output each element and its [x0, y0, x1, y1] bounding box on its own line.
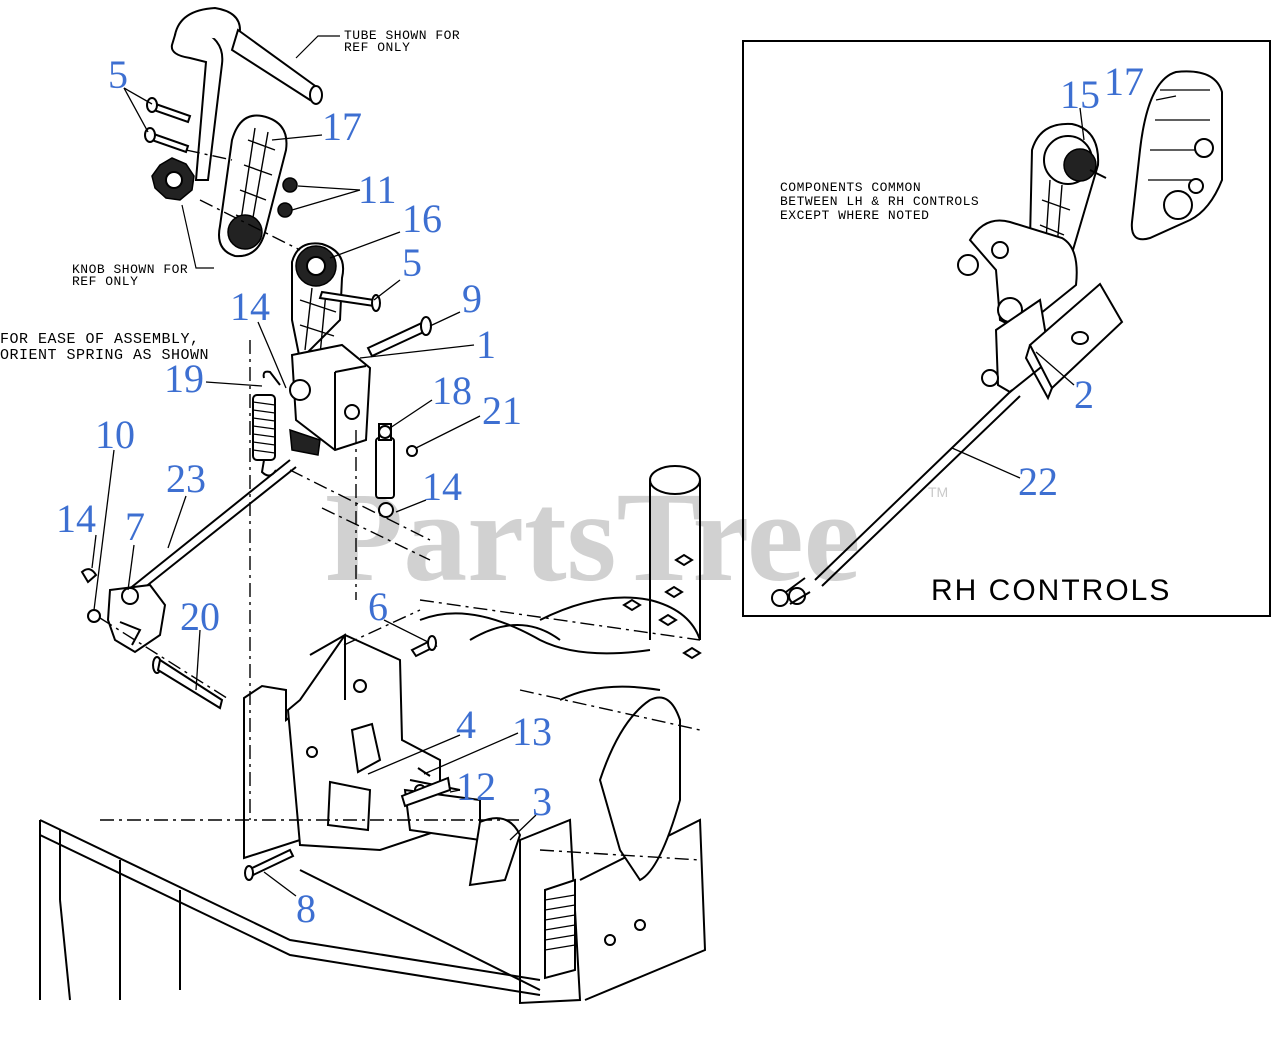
callout-13: 13: [512, 709, 552, 754]
inset-rod-22: [771, 389, 1021, 607]
callout-5b: 5: [402, 240, 422, 285]
callout-7: 7: [125, 504, 145, 549]
callout-1: 1: [476, 322, 496, 367]
callout-11: 11: [358, 167, 397, 212]
inset-handle-17: [1130, 70, 1223, 241]
pins: [318, 290, 432, 358]
grid-fasteners: [622, 553, 702, 660]
inset-plate-2: [1024, 282, 1124, 401]
leaders: [91, 87, 1177, 897]
note-tube-line2: REF ONLY: [344, 40, 410, 55]
callout-14a: 14: [230, 284, 270, 329]
callout-9: 9: [462, 276, 482, 321]
rh-controls-inset: COMPONENTS COMMON BETWEEN LH & RH CONTRO…: [742, 40, 1271, 617]
note-knob-line1: KNOB SHOWN FOR: [72, 262, 188, 277]
note-spring-line2: ORIENT SPRING AS SHOWN: [0, 347, 209, 364]
callout-2: 2: [1074, 372, 1094, 417]
inset-border: [742, 40, 1271, 617]
callout-18: 18: [432, 368, 472, 413]
callout-20: 20: [180, 594, 220, 639]
handle-16: [291, 242, 344, 363]
inset-title: RH CONTROLS: [931, 574, 1171, 607]
note-knob-line2: REF ONLY: [72, 274, 138, 289]
knob: [151, 157, 214, 269]
handle-17: [218, 114, 288, 258]
callout-21: 21: [482, 388, 522, 433]
callout-8: 8: [296, 886, 316, 931]
spring-19: [252, 370, 281, 477]
assembly-lines: [99, 149, 701, 861]
callout-17b: 17: [1104, 59, 1144, 104]
damper-18: [375, 423, 418, 518]
inset-mount-bracket: [957, 219, 1078, 394]
watermark-tm: TM: [928, 484, 948, 500]
callout-14b: 14: [422, 464, 462, 509]
note-tube-line1: TUBE SHOWN FOR: [344, 28, 460, 43]
callout-15: 15: [1060, 72, 1100, 117]
callout-14c: 14: [56, 496, 96, 541]
callout-6: 6: [368, 584, 388, 629]
callout-23: 23: [166, 456, 206, 501]
watermark-brand: PartsTree: [325, 466, 860, 608]
bolts-5: [144, 97, 192, 154]
callout-17a: 17: [322, 104, 362, 149]
callout-3: 3: [532, 779, 552, 824]
callout-4: 4: [456, 702, 476, 747]
rod-23: [127, 459, 297, 597]
note-common-line3: EXCEPT WHERE NOTED: [780, 208, 929, 223]
tube-ref: [170, 6, 340, 181]
callout-22: 22: [1018, 459, 1058, 504]
pin-20: [152, 656, 224, 710]
bolts-misc: [244, 635, 452, 881]
callout-16: 16: [402, 196, 442, 241]
callout-5a: 5: [108, 52, 128, 97]
note-spring-line1: FOR EASE OF ASSEMBLY,: [0, 331, 200, 348]
callout-19: 19: [164, 356, 204, 401]
bracket-1: [289, 343, 372, 456]
nuts-11: [277, 177, 298, 218]
callout-12: 12: [456, 764, 496, 809]
note-common-line1: COMPONENTS COMMON: [780, 180, 921, 195]
note-common-line2: BETWEEN LH & RH CONTROLS: [780, 194, 979, 209]
callout-10: 10: [95, 412, 135, 457]
